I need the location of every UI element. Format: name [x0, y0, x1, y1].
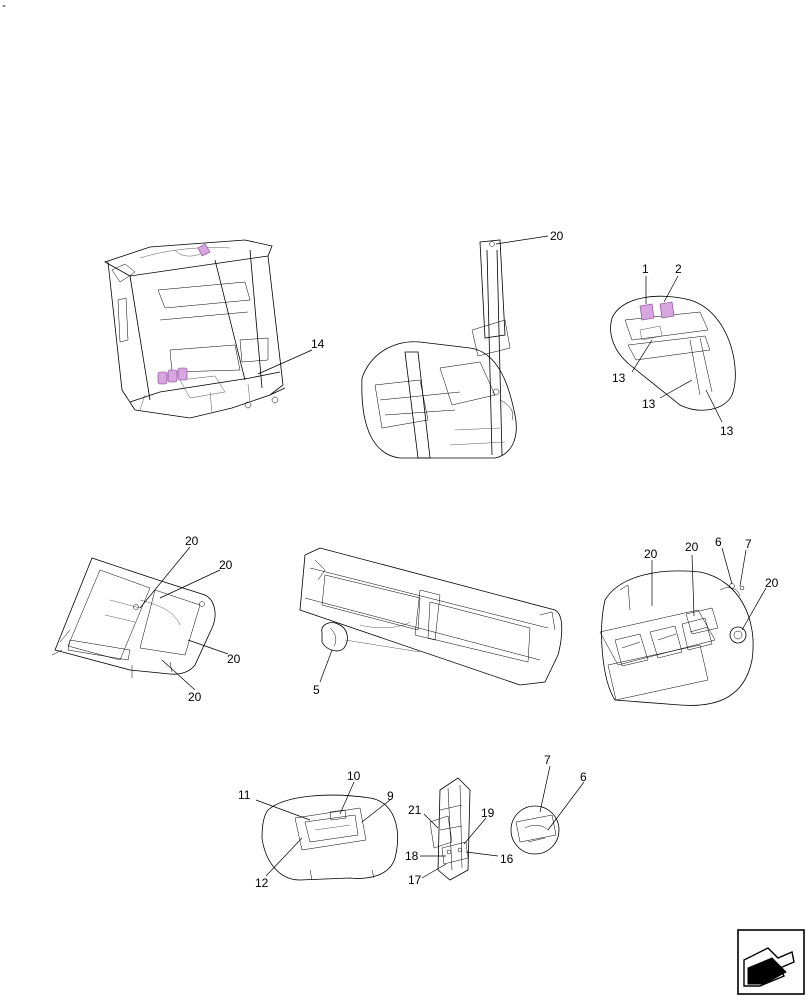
callout-14: 14: [311, 337, 325, 351]
switch-detail-view: 1 2 13 13 13: [610, 262, 736, 438]
callout-20-f: 20: [685, 540, 699, 554]
callout-2: 2: [675, 262, 682, 276]
callout-19: 19: [481, 806, 495, 820]
console-bracket-view: 20 20 6 7 20: [599, 535, 779, 706]
corner-mark: -: [2, 0, 6, 12]
callout-21: 21: [408, 803, 422, 817]
callout-7: 7: [745, 537, 752, 551]
callout-17: 17: [408, 873, 422, 887]
callout-9: 9: [387, 789, 394, 803]
callout-13-c: 13: [720, 424, 734, 438]
callout-20-a: 20: [185, 534, 199, 548]
callout-11: 11: [238, 788, 251, 802]
callout-13-b: 13: [642, 397, 656, 411]
callout-6-b: 6: [580, 770, 587, 784]
callout-12: 12: [255, 876, 269, 890]
arrow-next-page-icon[interactable]: [737, 929, 805, 995]
callout-6: 6: [715, 535, 722, 549]
callout-20-e: 20: [644, 547, 658, 561]
callout-13-a: 13: [612, 371, 626, 385]
callout-7-b: 7: [544, 753, 551, 767]
callout-18: 18: [405, 849, 419, 863]
callout-20-g: 20: [765, 576, 779, 590]
cab-frame-view: 14: [104, 239, 325, 419]
callout-16: 16: [500, 852, 514, 866]
floor-frame-view: 20 20 20 20: [51, 534, 241, 704]
seat-post-view: 20: [361, 229, 564, 459]
callout-20: 20: [550, 229, 564, 243]
callout-20-b: 20: [219, 558, 233, 572]
callout-5: 5: [313, 683, 320, 697]
callout-1: 1: [642, 262, 649, 276]
panel-detail-view: 10 9 11 12: [238, 769, 398, 890]
callout-20-c: 20: [227, 652, 241, 666]
pillar-bracket-view: 21 19 18 16 17: [405, 777, 514, 887]
callout-20-d: 20: [188, 690, 202, 704]
round-detail-view: 7 6: [510, 753, 587, 855]
callout-10: 10: [347, 769, 361, 783]
base-harness-view: 5: [299, 547, 563, 697]
